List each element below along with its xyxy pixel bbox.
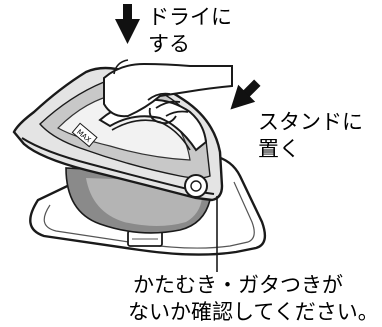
check-note-line-2: ないか確認してください。 bbox=[128, 300, 379, 324]
dry-mode-label: ドライに する bbox=[148, 4, 232, 58]
temperature-dial bbox=[184, 174, 208, 198]
check-note-line-1: かたむき・ガタつきが bbox=[133, 273, 343, 297]
stand-label-line-2: 置く bbox=[258, 137, 300, 161]
dry-label-line-2: する bbox=[148, 32, 190, 56]
stand-label-line-1: スタンドに bbox=[258, 110, 363, 134]
iron-body: MAX bbox=[12, 66, 224, 202]
hand-illustration bbox=[103, 59, 233, 125]
down-arrow-icon bbox=[115, 4, 140, 44]
diagonal-arrow-icon bbox=[230, 79, 261, 110]
max-badge bbox=[71, 122, 98, 148]
dry-label-line-1: ドライに bbox=[148, 5, 232, 29]
place-on-stand-label: スタンドに 置く bbox=[258, 109, 363, 163]
stability-check-note: かたむき・ガタつきが ないか確認してください。 bbox=[128, 272, 379, 326]
